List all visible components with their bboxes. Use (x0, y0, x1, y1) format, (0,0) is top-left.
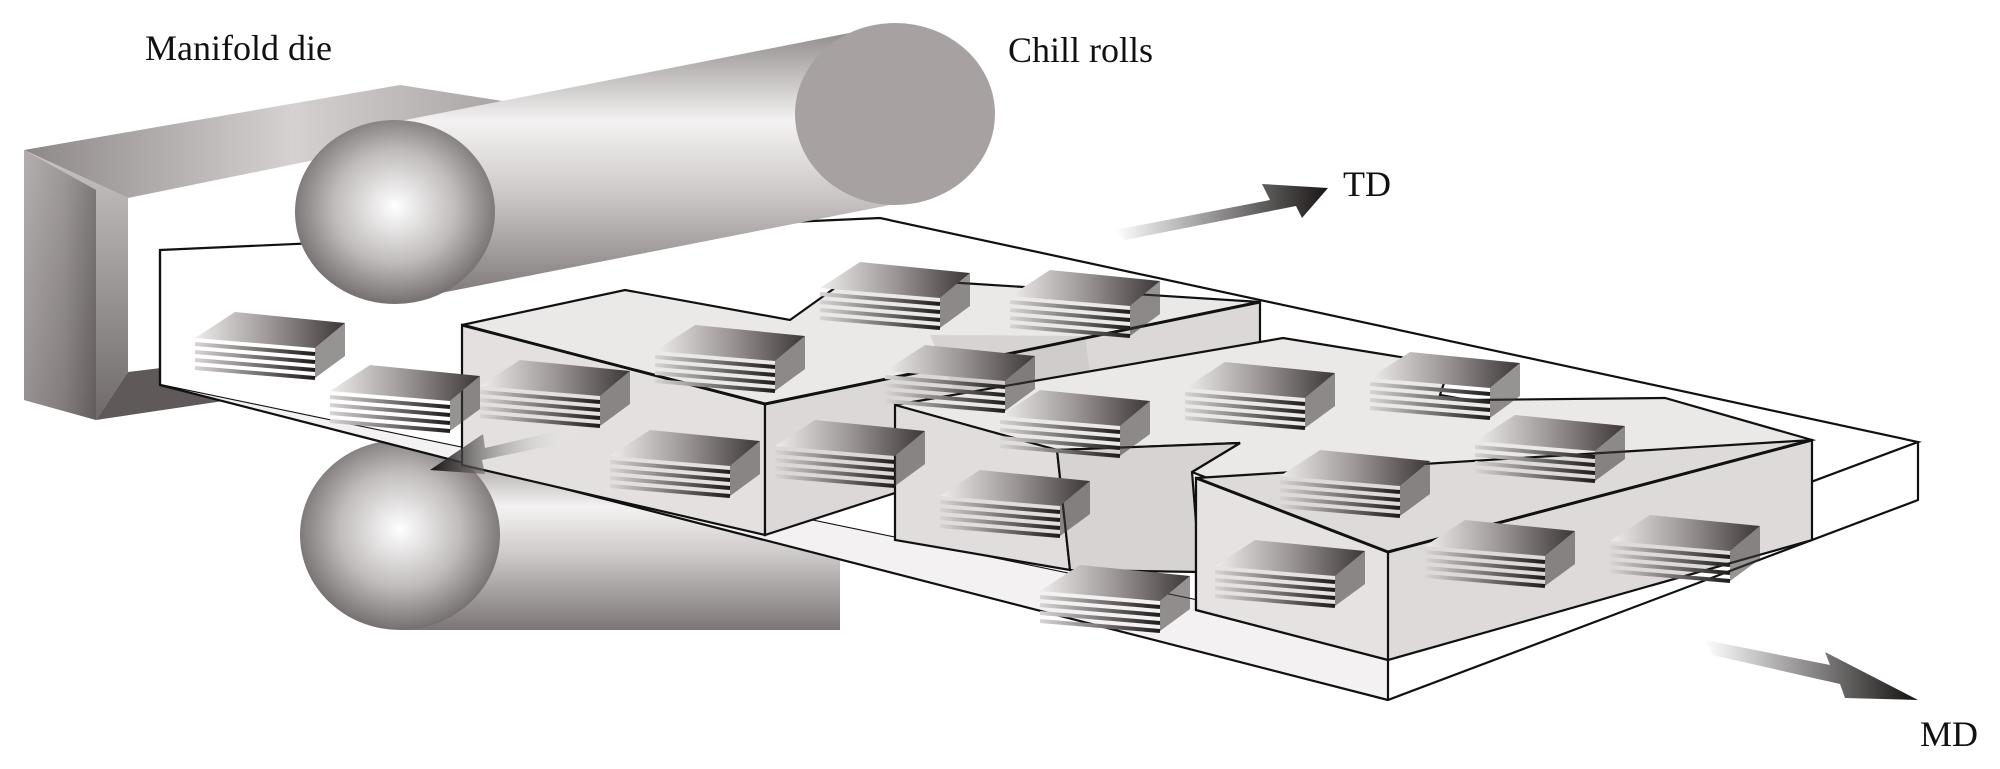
direction-arrow-icon (1705, 640, 1918, 700)
td-arrow (1115, 184, 1328, 240)
upper-chill-roll (295, 23, 995, 304)
label-md: MD (1920, 714, 1978, 754)
chill-roll-icon (300, 440, 500, 630)
chill-roll-icon (295, 120, 495, 304)
md-arrow (1705, 640, 1918, 700)
draw-arrow (430, 428, 578, 474)
label-manifold-die: Manifold die (145, 28, 332, 68)
direction-arrow-icon (430, 428, 578, 474)
direction-arrow-icon (1115, 184, 1328, 240)
label-chill-rolls: Chill rolls (1008, 30, 1153, 70)
label-td: TD (1343, 164, 1391, 204)
